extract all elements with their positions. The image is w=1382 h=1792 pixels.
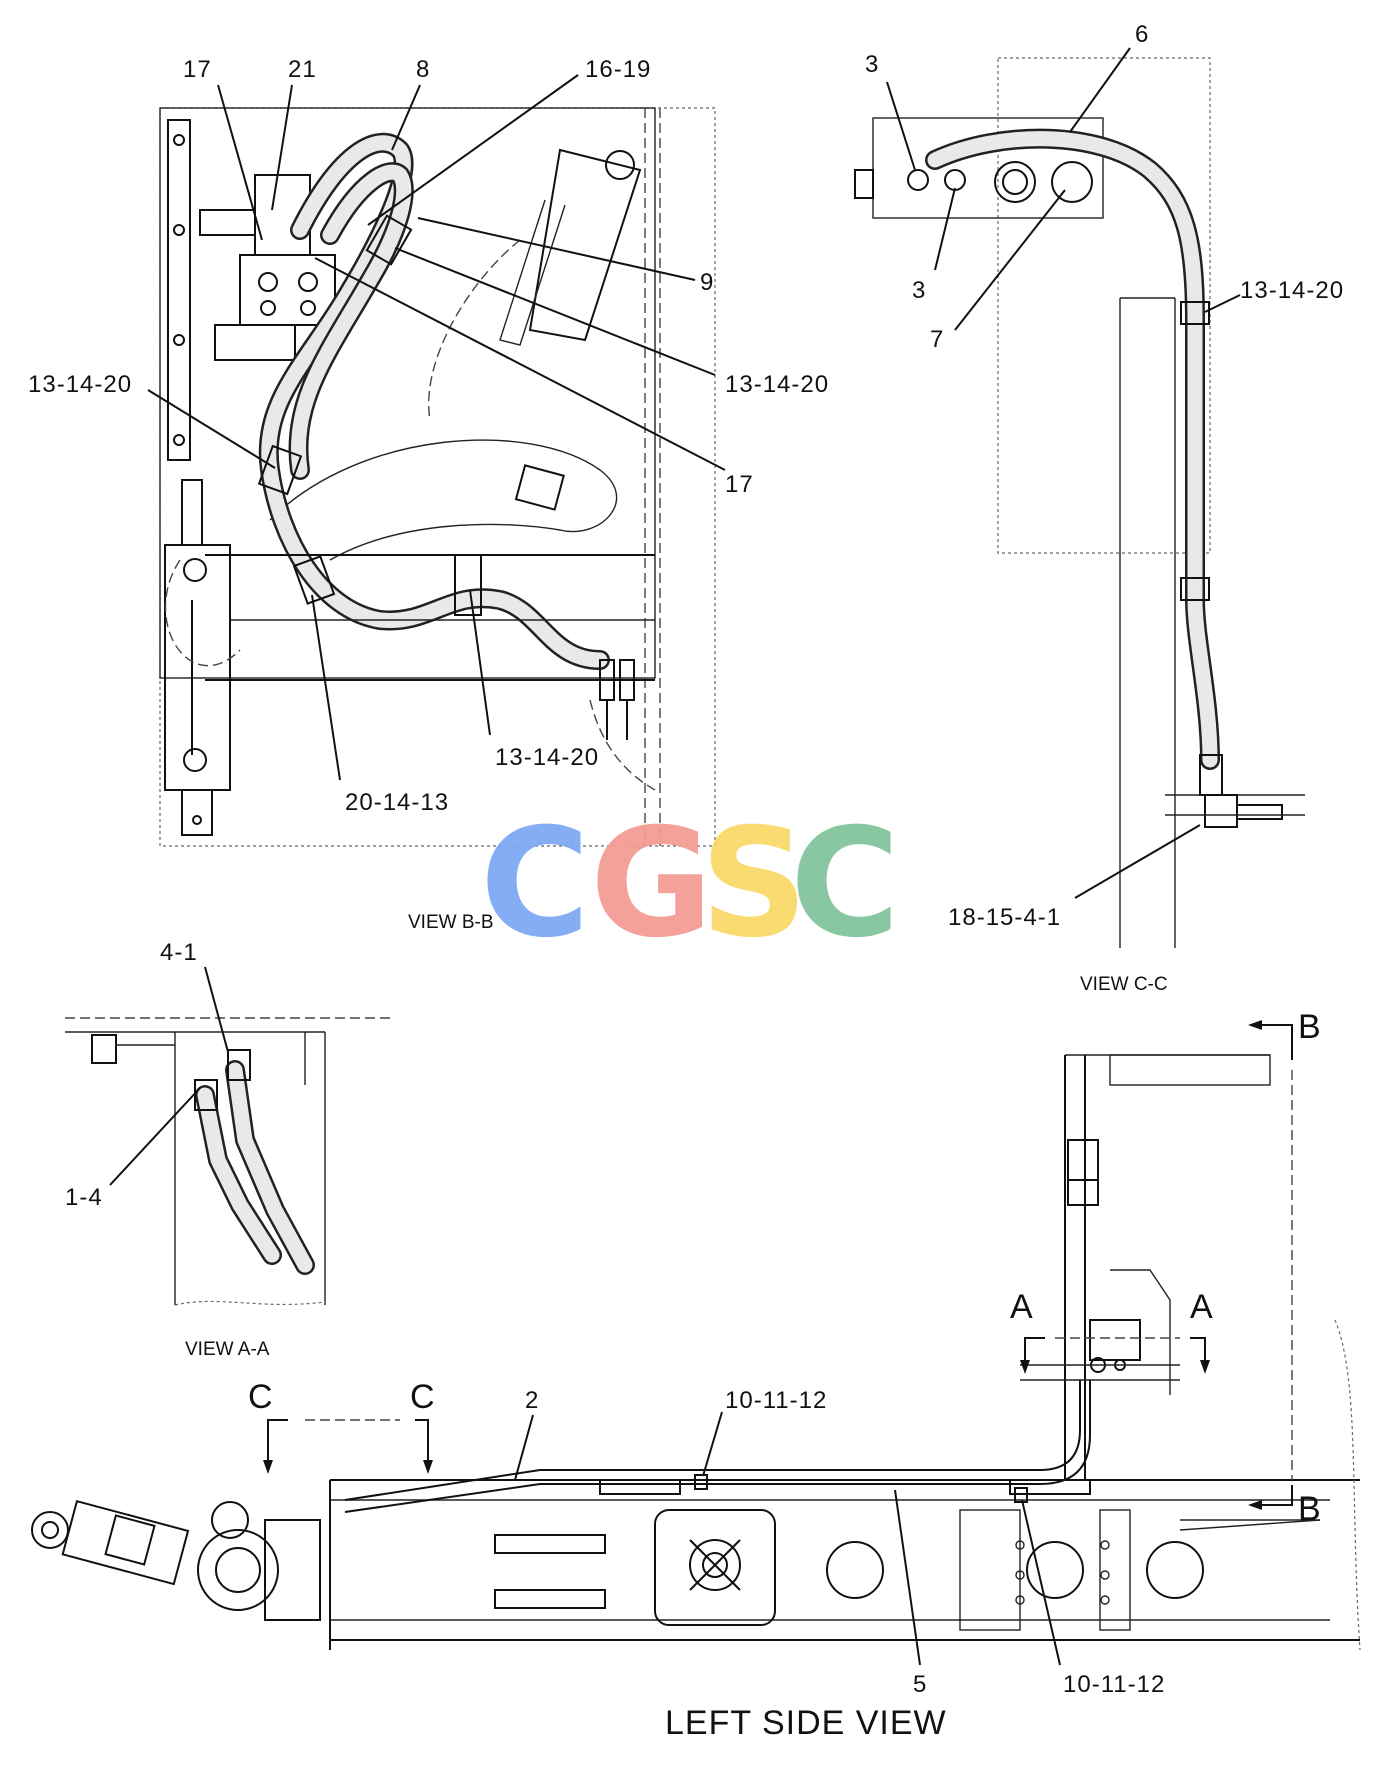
left-side-view-callouts: 2 10-11-12 5 10-11-12 LEFT SIDE VIEW bbox=[514, 1387, 1165, 1742]
watermark-letter-s: S bbox=[700, 797, 808, 971]
callout-5: 5 bbox=[913, 1671, 927, 1698]
callout-17-right: 17 bbox=[725, 471, 754, 498]
view-aa-drawing bbox=[65, 1017, 395, 1306]
cgsc-watermark-logo: C G S C bbox=[480, 797, 900, 971]
section-a-right: A bbox=[1190, 1288, 1213, 1326]
section-b-bottom: B bbox=[1298, 1490, 1321, 1528]
section-c-right: C bbox=[410, 1378, 435, 1416]
section-b-top: B bbox=[1298, 1008, 1321, 1046]
callout-16-19: 16-19 bbox=[585, 56, 651, 83]
callout-17-top: 17 bbox=[183, 56, 212, 83]
section-a-left: A bbox=[1010, 1288, 1033, 1326]
watermark-letter-c1: C bbox=[480, 797, 590, 971]
watermark-letter-c2: C bbox=[790, 797, 900, 971]
callout-10-11-12-bottom: 10-11-12 bbox=[1063, 1671, 1165, 1698]
callout-20-14-13: 20-14-13 bbox=[345, 789, 449, 816]
callout-13-14-20-left: 13-14-20 bbox=[28, 371, 132, 398]
view-bb-callouts: 17 21 8 16-19 9 13-14-20 17 13-14-20 13-… bbox=[28, 56, 829, 933]
callout-13-14-20-cc: 13-14-20 bbox=[1240, 277, 1344, 304]
callout-7: 7 bbox=[930, 326, 944, 353]
view-aa-callouts: 4-1 1-4 VIEW A-A bbox=[65, 939, 270, 1360]
view-cc-callouts: 3 6 3 7 13-14-20 18-15-4-1 VIEW C-C bbox=[865, 21, 1344, 995]
callout-10-11-12-top: 10-11-12 bbox=[725, 1387, 827, 1414]
watermark-letter-g: G bbox=[590, 797, 713, 971]
view-bb-label: VIEW B-B bbox=[408, 912, 494, 933]
callout-13-14-20-bottom: 13-14-20 bbox=[495, 744, 599, 771]
view-aa-label: VIEW A-A bbox=[185, 1339, 270, 1360]
section-markers: C C A A B B bbox=[248, 1008, 1321, 1528]
view-cc-drawing bbox=[854, 57, 1305, 948]
callout-21: 21 bbox=[288, 56, 317, 83]
callout-3-top: 3 bbox=[865, 51, 879, 78]
callout-3-bottom: 3 bbox=[912, 277, 926, 304]
callout-9: 9 bbox=[700, 269, 714, 296]
view-cc-label: VIEW C-C bbox=[1080, 974, 1168, 995]
callout-6: 6 bbox=[1135, 21, 1149, 48]
callout-1-4: 1-4 bbox=[65, 1184, 103, 1211]
section-c-left: C bbox=[248, 1378, 273, 1416]
callout-13-14-20-right: 13-14-20 bbox=[725, 371, 829, 398]
left-side-view-drawing bbox=[31, 1054, 1361, 1651]
left-side-view-title: LEFT SIDE VIEW bbox=[665, 1704, 947, 1742]
callout-18-15-4-1: 18-15-4-1 bbox=[948, 904, 1061, 931]
callout-8: 8 bbox=[416, 56, 430, 83]
callout-4-1: 4-1 bbox=[160, 939, 198, 966]
view-bb-drawing bbox=[159, 107, 716, 847]
callout-2: 2 bbox=[525, 1387, 539, 1414]
